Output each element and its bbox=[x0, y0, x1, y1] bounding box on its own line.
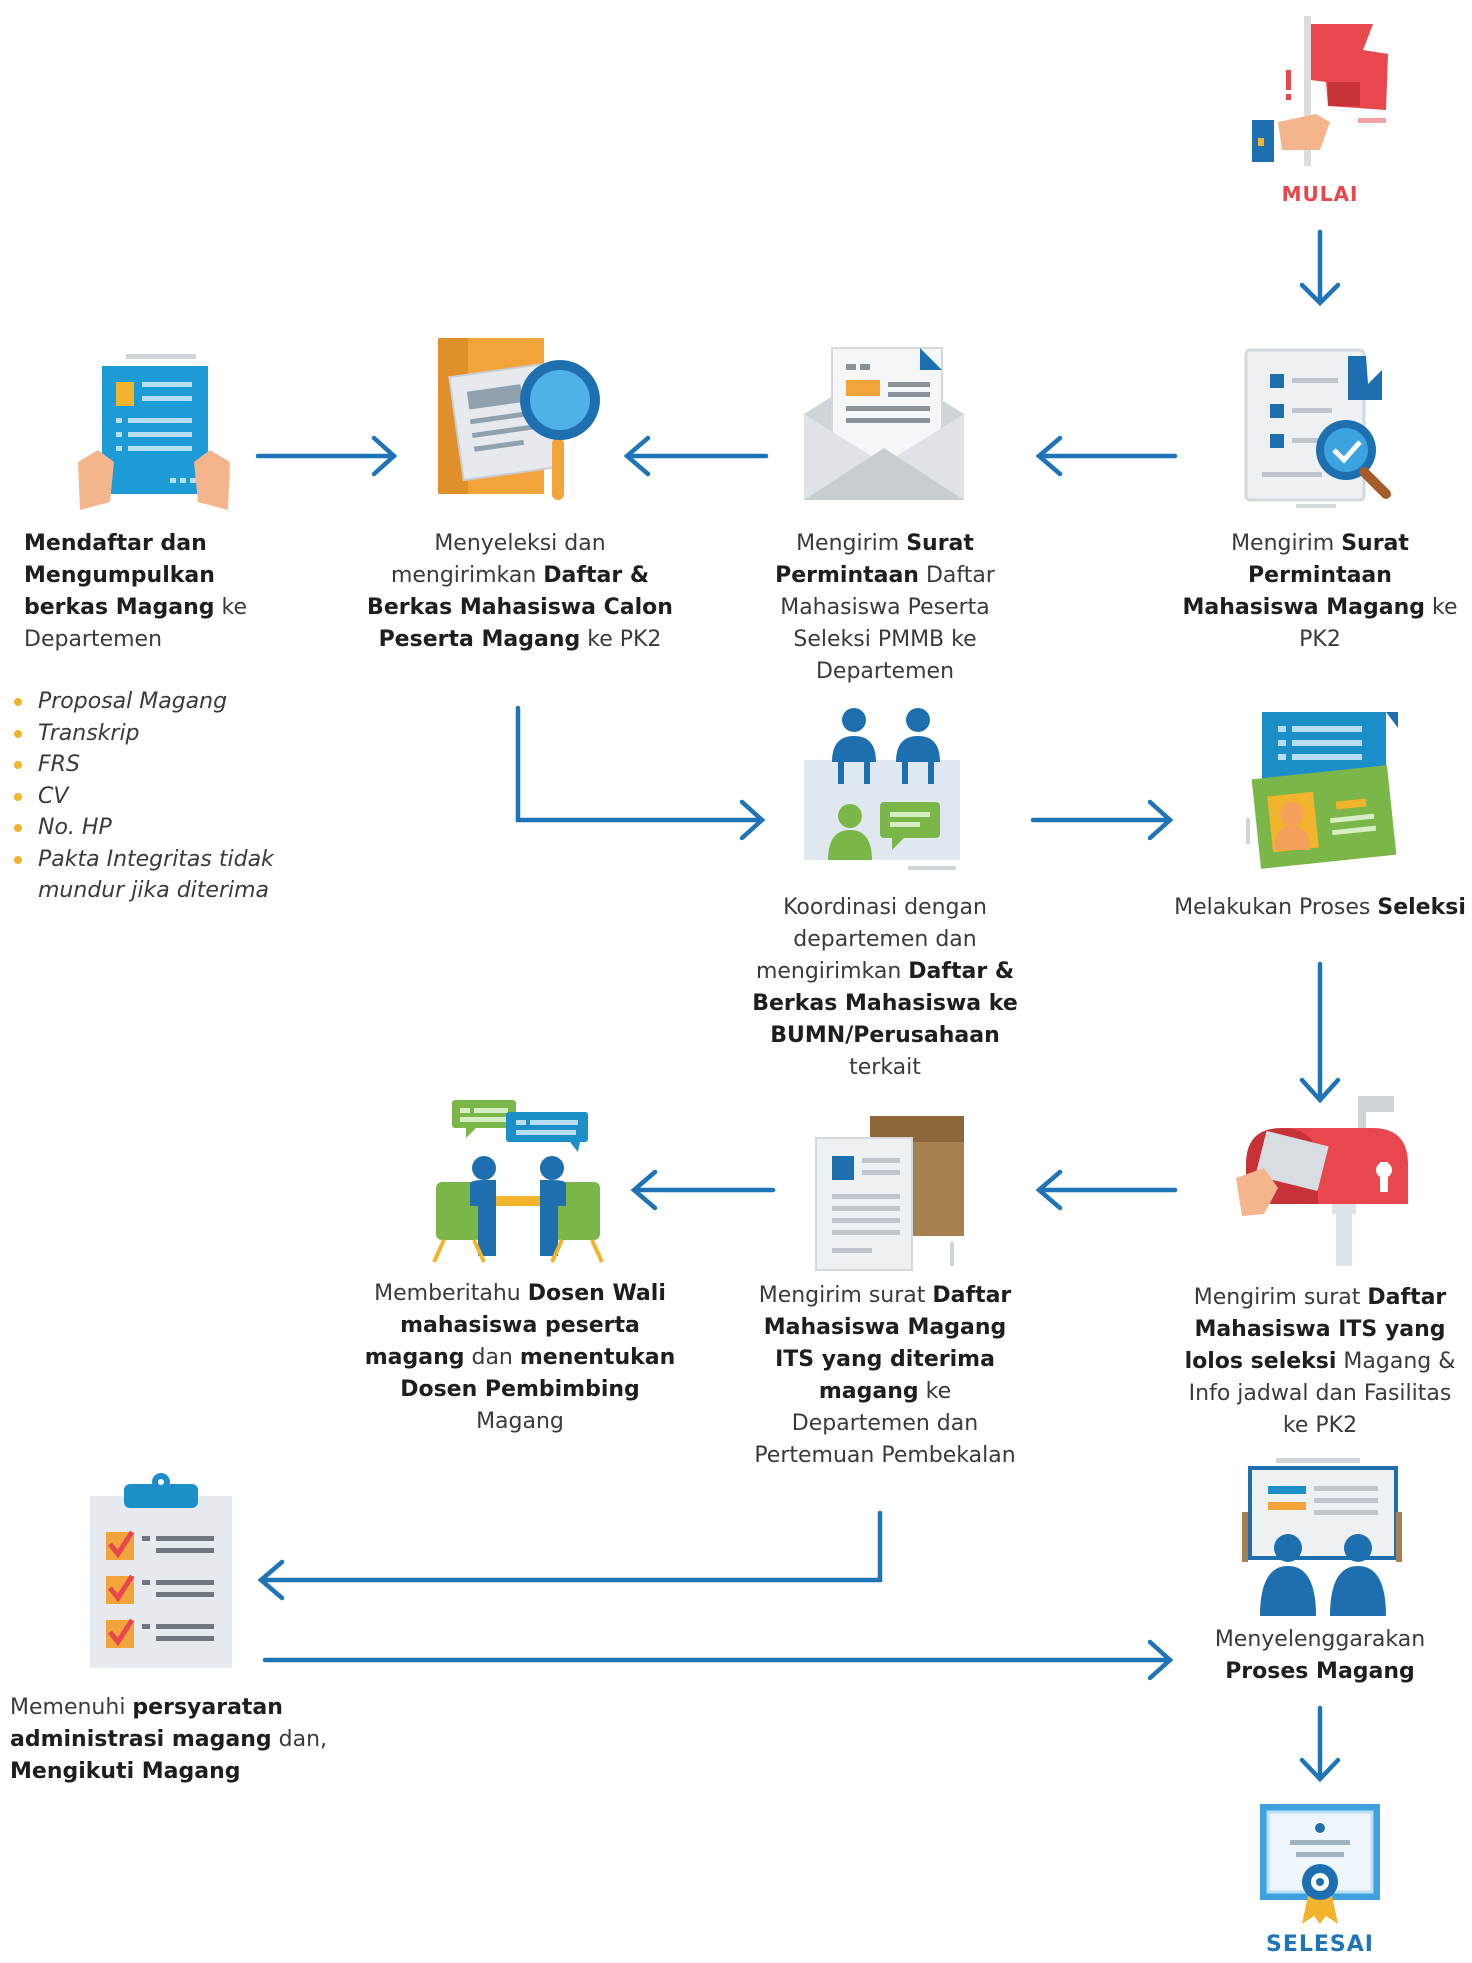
requirement-item: CV bbox=[10, 781, 300, 813]
step-dosen-text: Memberitahu Dosen Wali mahasiswa peserta… bbox=[364, 1281, 676, 1434]
end-label: SELESAI bbox=[1266, 1932, 1374, 1957]
document-check-magnifier-icon bbox=[1244, 348, 1391, 508]
step-menyeleksi-text: Menyeleksi dan mengirimkan Daftar & Berk… bbox=[367, 531, 673, 652]
step-surat-departemen-text: Mengirim Surat Permintaan Daftar Mahasis… bbox=[775, 531, 995, 684]
requirement-item: No. HP bbox=[10, 812, 300, 844]
step-koordinasi-text: Koordinasi dengan departemen dan mengiri… bbox=[752, 895, 1018, 1080]
requirement-item: Transkrip bbox=[10, 718, 300, 750]
start-flag-icon bbox=[1252, 16, 1388, 166]
requirement-item: Proposal Magang bbox=[10, 686, 300, 718]
arrow-diterima-to-memenuhi bbox=[259, 1510, 883, 1583]
id-card-icon bbox=[1246, 712, 1398, 869]
step-mendaftar-text: Mendaftar dan Mengumpulkan berkas Magang… bbox=[24, 531, 247, 652]
document-package-icon bbox=[815, 1116, 964, 1271]
mailbox-icon bbox=[1236, 1096, 1408, 1266]
arrow-proses-head bbox=[1299, 1757, 1341, 1783]
clipboard-checklist-icon bbox=[90, 1473, 232, 1668]
arrow-diterima-head bbox=[257, 1559, 285, 1601]
step-memenuhi-text: Memenuhi persyaratan administrasi magang… bbox=[10, 1695, 328, 1784]
meeting-coordination-icon bbox=[804, 708, 960, 870]
folder-magnifier-icon bbox=[438, 338, 600, 500]
envelope-letter-icon bbox=[804, 347, 964, 500]
arrow-menyeleksi-head bbox=[739, 799, 766, 841]
arrow-row1-right-head bbox=[371, 435, 398, 477]
step-proses-magang-text: Menyelenggarakan Proses Magang bbox=[1214, 1627, 1426, 1684]
arrow-row1-left-b-head bbox=[1035, 435, 1063, 477]
arrow-seleksi-head bbox=[1299, 1077, 1341, 1104]
arrow-row3-left-b-head bbox=[630, 1169, 658, 1211]
arrow-row3-left-a-head bbox=[1035, 1169, 1063, 1211]
presentation-training-icon bbox=[1242, 1458, 1402, 1616]
mentoring-discussion-icon bbox=[432, 1100, 604, 1263]
requirement-item: Pakta Integritas tidak mundur jika diter… bbox=[10, 844, 300, 907]
arrow-memenuhi-head bbox=[1147, 1639, 1174, 1681]
arrow-mulai-head bbox=[1299, 282, 1341, 307]
start-label: MULAI bbox=[1281, 182, 1359, 206]
step-surat-pk2-text: Mengirim Surat Permintaan Mahasiswa Maga… bbox=[1182, 531, 1458, 652]
step-seleksi-text: Melakukan Proses Seleksi bbox=[1174, 895, 1466, 920]
step-lolos-text: Mengirim surat Daftar Mahasiswa ITS yang… bbox=[1184, 1285, 1456, 1438]
requirement-item: FRS bbox=[10, 749, 300, 781]
requirements-list: Proposal Magang Transkrip FRS CV No. HP … bbox=[10, 686, 300, 907]
step-diterima-text: Mengirim surat Daftar Mahasiswa Magang I… bbox=[754, 1283, 1016, 1468]
hands-document-icon bbox=[78, 354, 230, 510]
certificate-icon bbox=[1260, 1804, 1380, 1924]
arrow-row1-left-a-head bbox=[623, 435, 651, 477]
arrow-koordinasi-head bbox=[1147, 799, 1174, 841]
arrow-menyeleksi-to-koordinasi bbox=[515, 705, 763, 823]
